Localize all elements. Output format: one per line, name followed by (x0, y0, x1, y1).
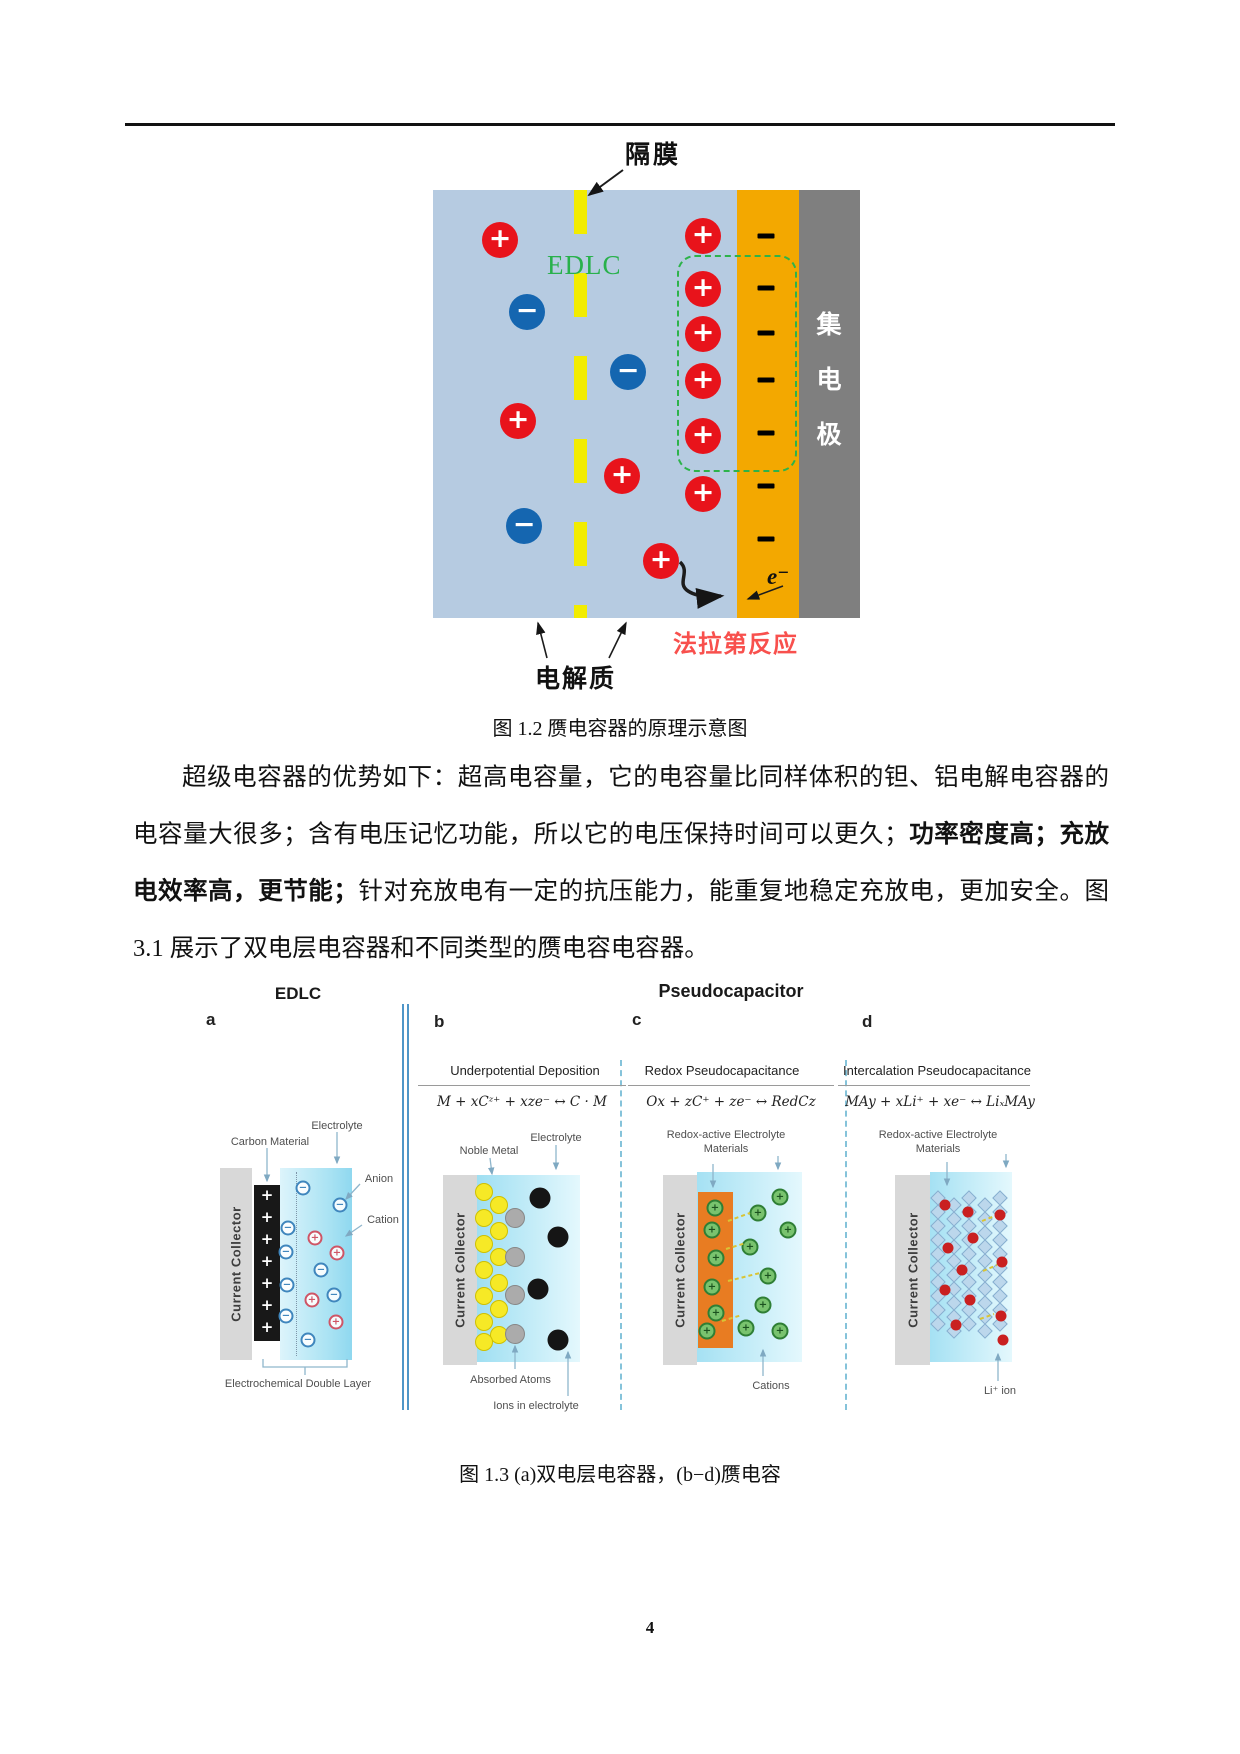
paragraph-text-1: 超级电容器的优势如下：超高电容量，它的电容量比同样体积的钽、铝电解电容器的电容量… (133, 764, 1109, 848)
separator-label: 隔膜 (625, 142, 682, 169)
panel-b-equation: M + xCᶻ⁺ + xze⁻ ↔ C · M (437, 1094, 607, 1110)
body-paragraph: 超级电容器的优势如下：超高电容量，它的电容量比同样体积的钽、铝电解电容器的电容量… (133, 749, 1109, 977)
current-collector-strip: 集电极 (799, 190, 860, 618)
pseudocapacitor-diagram: 集电极 EDLC (433, 190, 860, 618)
electrolyte-label: 电解质 (535, 666, 617, 693)
figure-1-2-caption: 图 1.2 赝电容器的原理示意图 (492, 718, 748, 740)
panel-b-title-underline (418, 1085, 626, 1086)
electrolyte-pointer-arrow-icon (608, 621, 627, 659)
panel-c-redox-line2: Materials (703, 1143, 749, 1155)
panel-d-electrolyte-region (930, 1172, 1012, 1362)
electron-label: e⁻ (767, 564, 790, 589)
page-number: 4 (645, 1618, 655, 1637)
panel-c-cations-label: Cations (752, 1380, 790, 1392)
panel-c-equation: Ox + zC⁺ + ze⁻ ↔ RedCz (646, 1094, 816, 1110)
panel-letter-a: a (206, 1010, 216, 1029)
panel-c-title-underline (628, 1085, 834, 1086)
panel-b-electrolyte-label: Electrolyte (530, 1132, 582, 1144)
panel-c-redox-line1: Redox-active Electrolyte (666, 1129, 786, 1141)
panel-b-title: Underpotential Deposition (450, 1063, 600, 1078)
panel-d-li-label: Li⁺ ion (983, 1385, 1017, 1397)
panel-c-title: Redox Pseudocapacitance (644, 1063, 800, 1078)
panel-d-equation: MAy + xLi⁺ + xe⁻ ↔ LiₓMAy (845, 1094, 1035, 1110)
panel-a-carbon-strip (254, 1185, 280, 1341)
panel-c-collector-label: Current Collector (672, 1212, 688, 1328)
panel-divider-dashed (845, 1060, 847, 1410)
panel-d-title-underline (838, 1085, 1030, 1086)
panel-a-double-layer-boundary (296, 1172, 297, 1356)
panel-d-redox-line2: Materials (915, 1143, 961, 1155)
faradaic-reaction-label: 法拉第反应 (673, 632, 798, 658)
panel-b-current-collector: Current Collector (443, 1175, 477, 1365)
figure-1-3-caption: 图 1.3 (a)双电层电容器，(b−d)赝电容 (459, 1464, 781, 1486)
panel-d-redox-label: Redox-active Electrolyte Materials (858, 1128, 1018, 1156)
figure-1-3: EDLC Pseudocapacitor a b c d Underpotent… (170, 980, 1035, 1430)
panel-c-redox-label: Redox-active Electrolyte Materials (646, 1128, 806, 1156)
panel-a-double-layer-label: Electrochemical Double Layer (224, 1378, 372, 1390)
header-rule (125, 123, 1115, 126)
panel-d-redox-line1: Redox-active Electrolyte (878, 1129, 998, 1141)
panel-a-anion-label: Anion (364, 1173, 394, 1185)
panel-a-current-collector: Current Collector (220, 1168, 252, 1360)
panel-b-absorbed-label: Absorbed Atoms (470, 1374, 551, 1386)
pseudocapacitor-header: Pseudocapacitor (658, 981, 804, 1001)
panel-c-redox-electrode (698, 1192, 733, 1348)
panel-c-current-collector: Current Collector (663, 1175, 697, 1365)
panel-a-carbon-label: Carbon Material (230, 1136, 310, 1148)
panel-d-current-collector: Current Collector (895, 1175, 930, 1365)
figure-1-2: 隔膜 集电极 EDLC e⁻ 法拉第反应 电解质 (433, 135, 863, 710)
panel-d-collector-label: Current Collector (905, 1212, 920, 1328)
panel-a-cation-label: Cation (367, 1214, 399, 1226)
collector-label: 集电极 (816, 312, 842, 449)
panel-a-electrolyte-label: Electrolyte (311, 1120, 363, 1132)
edlc-region-box (677, 255, 797, 472)
panel-b-ions-label: Ions in electrolyte (493, 1400, 579, 1412)
edlc-label: EDLC (547, 250, 622, 280)
panel-divider-double-line (402, 1004, 409, 1410)
panel-a-electrolyte-region (280, 1168, 352, 1360)
electrolyte-pointer-arrow-icon (536, 621, 548, 659)
panel-letter-d: d (862, 1012, 873, 1031)
separator-membrane (574, 190, 587, 618)
paragraph-text-2: 针对充放电有一定的抗压能力，能重复地稳定充放电，更加安全。图 3.1 展示了双电… (133, 878, 1110, 962)
paragraph-bold-text: 功率密度高；充放电效率高，更节能； (133, 821, 1110, 905)
panel-letter-c: c (632, 1010, 642, 1029)
panel-b-electrolyte-region (477, 1175, 580, 1362)
panel-a-collector-label: Current Collector (228, 1206, 244, 1322)
panel-b-noble-label: Noble Metal (459, 1145, 519, 1157)
panel-letter-b: b (434, 1012, 445, 1031)
panel-divider-dashed (620, 1060, 622, 1410)
panel-b-collector-label: Current Collector (452, 1212, 468, 1328)
panel-d-title: Intercalation Pseudocapacitance (843, 1063, 1031, 1078)
edlc-header: EDLC (274, 984, 322, 1003)
